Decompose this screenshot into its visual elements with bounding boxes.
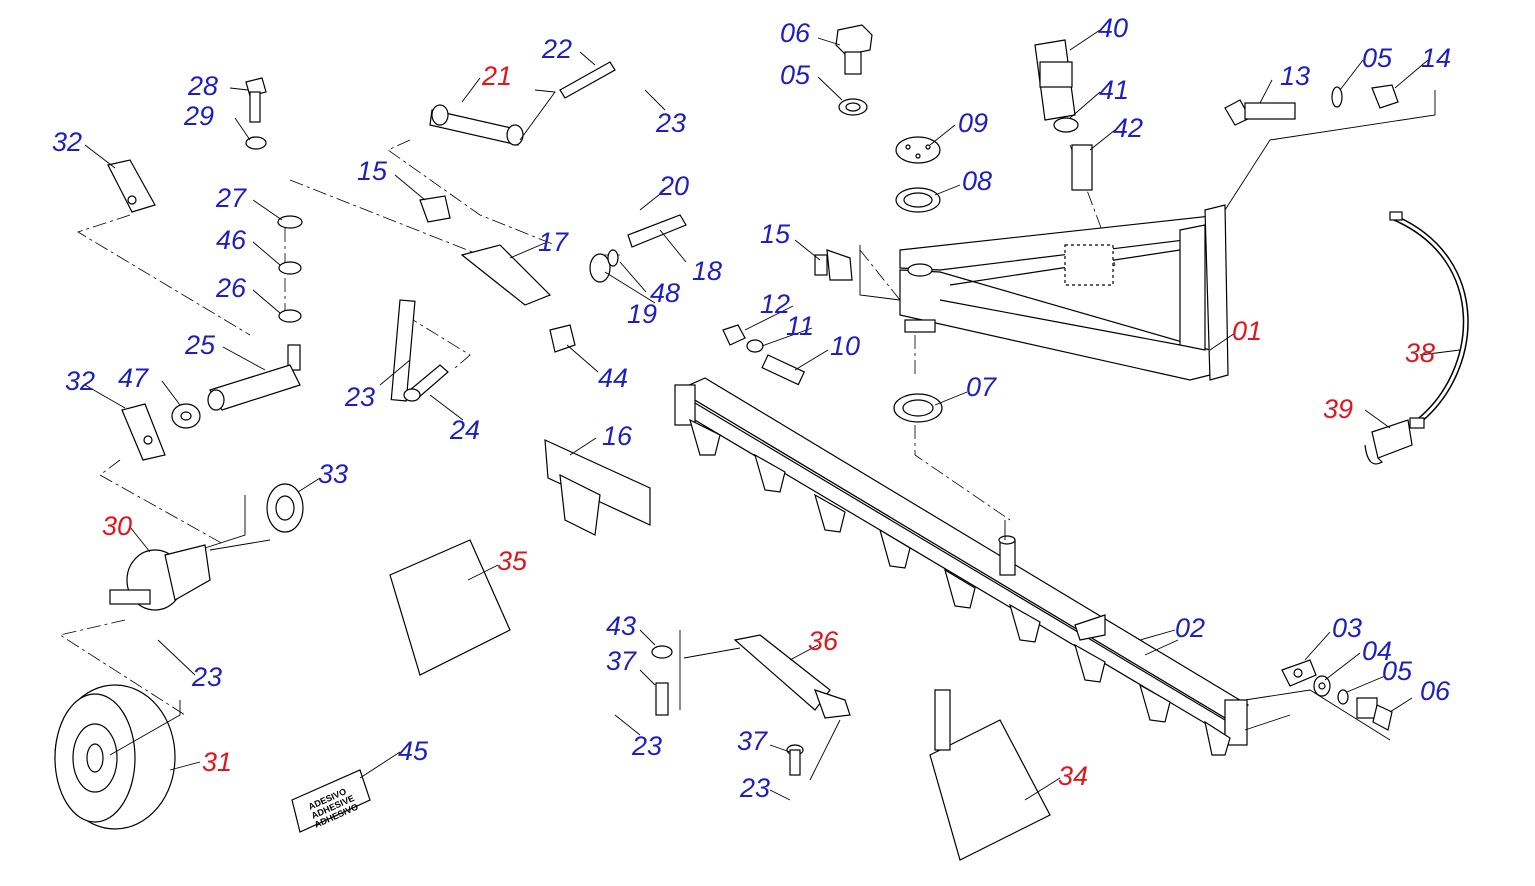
callout-28: 28 (187, 71, 218, 101)
callout-01: 01 (1232, 316, 1262, 346)
hub-assembly-part-30 (109, 544, 211, 611)
pivot-stack-parts (835, 24, 943, 423)
callout-26: 26 (215, 273, 247, 303)
callout-08: 08 (962, 166, 992, 196)
hydraulic-hose-38 (1389, 211, 1469, 429)
callout-23-bottom: 23 (739, 773, 770, 803)
callout-19: 19 (627, 299, 657, 329)
a-frame-hitch-part-01 (899, 204, 1229, 381)
pin-part-18 (627, 214, 687, 248)
callout-11: 11 (786, 311, 814, 341)
callout-06-lower: 06 (1420, 676, 1451, 706)
callout-27: 27 (215, 183, 247, 213)
callout-35: 35 (497, 546, 528, 576)
leader-lines (84, 29, 1461, 801)
callout-17: 17 (538, 227, 569, 257)
callout-33: 33 (318, 459, 348, 489)
callout-22: 22 (541, 34, 572, 64)
callout-41: 41 (1099, 75, 1129, 105)
callout-44: 44 (598, 363, 628, 393)
plug-part-15-left (419, 195, 451, 223)
bolt-set-middle (722, 324, 806, 386)
washer-part-47 (171, 403, 201, 429)
callout-25: 25 (184, 330, 216, 360)
callout-29: 29 (183, 101, 214, 131)
callout-37-right: 37 (737, 726, 768, 756)
pin-part-22 (559, 61, 616, 99)
callout-24: 24 (449, 415, 480, 445)
callout-23-left: 23 (191, 662, 222, 692)
callout-20: 20 (658, 171, 689, 201)
plug-part-15-right (814, 249, 853, 281)
callout-15-right: 15 (760, 219, 791, 249)
callout-23-top: 23 (655, 108, 686, 138)
plate-part-32-bottom (121, 403, 166, 461)
toolbar-beam-part-02 (674, 377, 1250, 756)
adhesive-sticker-45: ADESIVO ADHESIVE ADHESIVO (291, 769, 371, 833)
callout-46: 46 (216, 225, 247, 255)
callout-23-mid: 23 (344, 382, 375, 412)
callout-31: 31 (202, 747, 232, 777)
callout-40: 40 (1098, 13, 1128, 43)
bracket-part-16 (544, 439, 651, 536)
callout-05-lower: 05 (1382, 656, 1413, 686)
callout-30: 30 (102, 511, 132, 541)
callout-05-right: 05 (1362, 43, 1393, 73)
callout-15-left: 15 (357, 156, 388, 186)
callout-06-upper: 06 (780, 18, 811, 48)
callout-14: 14 (1421, 43, 1451, 73)
callout-32-top: 32 (52, 127, 82, 157)
callout-34: 34 (1058, 761, 1088, 791)
arm-part-17 (460, 244, 552, 306)
wheel-tire-part-31 (54, 684, 176, 830)
arm-part-25 (207, 344, 301, 411)
bolt-set-lower-right (1281, 659, 1393, 731)
callout-39: 39 (1323, 394, 1353, 424)
callout-05-upper: 05 (780, 60, 811, 90)
pin-part-24 (403, 364, 449, 402)
callout-03: 03 (1332, 613, 1362, 643)
callout-labels: 01 02 03 04 05 06 06 05 09 08 07 10 11 1… (52, 13, 1451, 803)
shovel-part-35 (389, 299, 511, 676)
shovel-part-34 (929, 689, 1051, 861)
callout-04: 04 (1362, 636, 1392, 666)
callout-47: 47 (118, 363, 149, 393)
callout-10: 10 (830, 331, 860, 361)
bolt-set-top-right (1224, 84, 1399, 126)
callout-21: 21 (481, 61, 512, 91)
fitting-part-44 (549, 324, 576, 353)
callout-09: 09 (958, 108, 988, 138)
callout-23-center: 23 (631, 731, 662, 761)
quick-coupler-39 (1364, 419, 1413, 465)
callout-13: 13 (1280, 61, 1310, 91)
callout-36: 36 (808, 626, 839, 656)
hydraulic-cylinder-part-36 (733, 634, 851, 719)
callout-42: 42 (1113, 113, 1143, 143)
callout-38: 38 (1405, 338, 1435, 368)
callout-16: 16 (602, 421, 633, 451)
bearing-part-33 (266, 483, 304, 533)
link-assembly-part-21 (429, 104, 524, 146)
washers-19-48 (589, 249, 619, 283)
callout-32-bottom: 32 (65, 366, 95, 396)
assembly-dash-lines (58, 139, 1116, 716)
callout-48: 48 (650, 278, 680, 308)
callout-07: 07 (966, 372, 997, 402)
clamp-parts-40-42 (1034, 39, 1093, 191)
callout-12: 12 (760, 289, 790, 319)
callout-37-left: 37 (606, 646, 637, 676)
callout-02: 02 (1175, 613, 1205, 643)
callout-43: 43 (606, 611, 636, 641)
callout-18: 18 (692, 256, 722, 286)
pin-stack-left (245, 77, 303, 323)
pin-parts-37-43 (651, 645, 804, 776)
callout-45: 45 (398, 736, 429, 766)
plate-part-32-top (107, 159, 156, 213)
